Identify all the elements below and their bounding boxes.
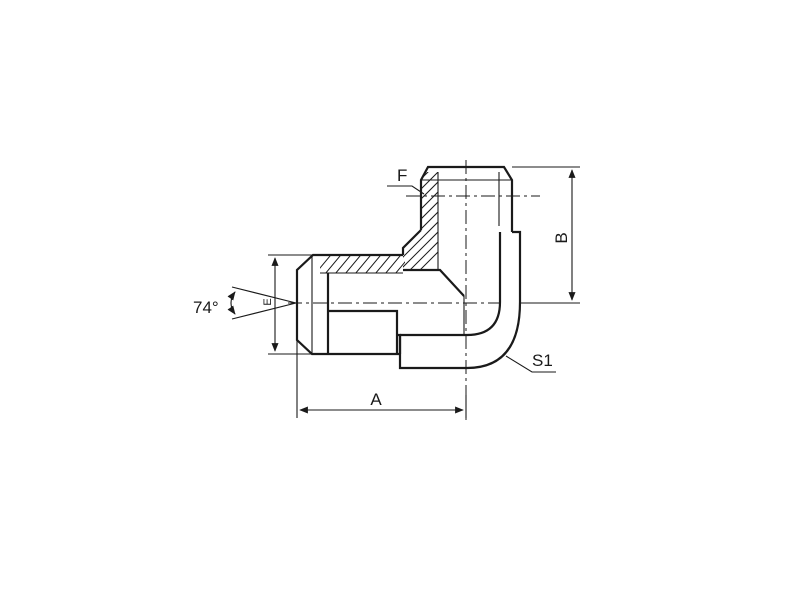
label-a: A [370, 390, 382, 409]
top-threaded-port [401, 165, 514, 270]
label-b: B [552, 232, 571, 243]
centerlines [288, 160, 540, 420]
dimension-b [512, 166, 580, 304]
section-hatch-thread [320, 255, 405, 273]
label-s1: S1 [532, 351, 553, 370]
elbow-body [398, 230, 522, 370]
leader-f [387, 185, 425, 195]
left-flare-end [295, 253, 403, 356]
leader-s1 [505, 355, 556, 373]
label-f: F [397, 166, 407, 185]
angle-74-indicator [227, 286, 297, 320]
dimension-a [296, 340, 467, 418]
label-e: E [262, 298, 274, 305]
label-angle: 74° [193, 298, 219, 317]
dimension-e [268, 254, 313, 355]
